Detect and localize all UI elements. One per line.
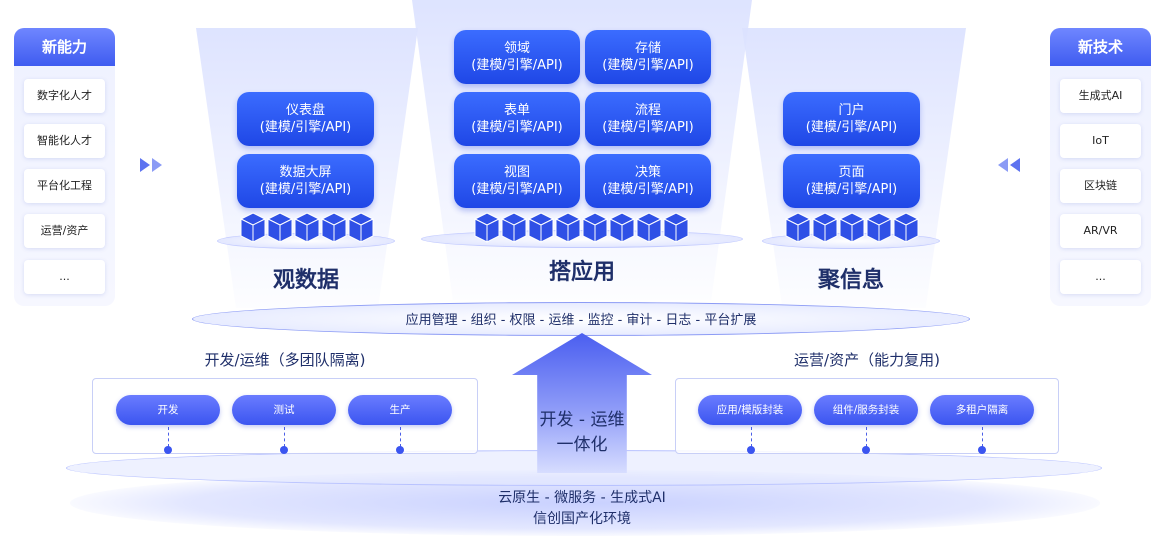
tile-sub: (建模/引擎/API) <box>602 58 694 73</box>
cube-icon <box>474 212 501 243</box>
connector-line <box>400 427 401 447</box>
connector-line <box>751 427 752 447</box>
connector-line <box>168 427 169 447</box>
cube-icon <box>635 212 663 243</box>
tile-sub: (建模/引擎/API) <box>805 120 898 135</box>
base-line2: 信创国产化环境 <box>533 511 631 527</box>
env-prod: 生产 <box>348 395 452 425</box>
pill-component-service: 组件/服务封装 <box>814 395 918 425</box>
right-panel-title: 新技术 <box>1050 28 1151 66</box>
tile-decision: 决策 (建模/引擎/API) <box>585 154 711 208</box>
env-dev: 开发 <box>116 395 220 425</box>
connector-dot <box>747 446 755 454</box>
tile-sub: (建模/引擎/API) <box>259 120 352 135</box>
cube-icon <box>865 212 893 243</box>
left-section-title: 观数据 <box>272 268 339 293</box>
cube-icon <box>785 212 812 243</box>
connector-line <box>866 427 867 447</box>
left-panel-item: 智能化人才 <box>24 124 105 158</box>
left-panel-item: 平台化工程 <box>24 169 105 203</box>
connector-dot <box>396 446 404 454</box>
cube-icon <box>320 212 348 243</box>
left-panel-item: ... <box>24 260 105 294</box>
dev-ops-title: 开发/运维（多团队隔离) <box>204 351 366 369</box>
right-panel-item: AR/VR <box>1060 214 1141 248</box>
double-chevron-left-icon <box>998 158 1020 172</box>
tile-sub: (建模/引擎/API) <box>471 182 563 197</box>
tile-sub: (建模/引擎/API) <box>602 120 694 135</box>
env-test: 测试 <box>232 395 336 425</box>
connector-dot <box>164 446 172 454</box>
left-panel: 新能力 数字化人才 智能化人才 平台化工程 运营/资产 ... <box>14 28 115 306</box>
right-panel-item: 生成式AI <box>1060 79 1141 113</box>
left-panel-item: 数字化人才 <box>24 79 105 113</box>
double-chevron-right-icon <box>140 158 162 172</box>
tile-sub: (建模/引擎/API) <box>471 120 563 135</box>
cube-icon <box>581 212 609 243</box>
platform-ring-label: 应用管理 - 组织 - 权限 - 运维 - 监控 - 审计 - 日志 - 平台扩… <box>405 313 757 328</box>
cube-icon <box>266 212 294 243</box>
right-panel-item: ... <box>1060 260 1141 294</box>
connector-dot <box>978 446 986 454</box>
tile-sub: (建模/引擎/API) <box>602 182 694 197</box>
arrow-text-line1: 开发 - 运维 <box>539 410 625 430</box>
cube-icon <box>554 212 582 243</box>
cube-icon <box>293 212 321 243</box>
cube-icon <box>662 212 690 243</box>
cube-icon <box>608 212 636 243</box>
center-cube-row <box>474 212 690 243</box>
tile-name: 存储 <box>634 41 661 56</box>
cube-icon <box>811 212 839 243</box>
tile-view: 视图 (建模/引擎/API) <box>454 154 580 208</box>
tile-name: 表单 <box>503 103 530 118</box>
tile-domain: 领域 (建模/引擎/API) <box>454 30 580 84</box>
tile-sub: (建模/引擎/API) <box>259 182 352 197</box>
tile-page: 页面 (建模/引擎/API) <box>783 154 920 208</box>
right-section-title: 聚信息 <box>817 268 884 293</box>
right-panel-item: 区块链 <box>1060 169 1141 203</box>
tile-name: 门户 <box>838 103 865 118</box>
tile-name: 决策 <box>634 165 661 180</box>
arrow-text-line2: 一体化 <box>556 435 608 455</box>
tile-name: 仪表盘 <box>285 103 325 118</box>
base-line1: 云原生 - 微服务 - 生成式AI <box>498 490 666 506</box>
tile-name: 领域 <box>503 41 530 56</box>
tile-dashboard: 仪表盘 (建模/引擎/API) <box>237 92 374 146</box>
pill-multi-tenant: 多租户隔离 <box>930 395 1034 425</box>
tile-data-screen: 数据大屏 (建模/引擎/API) <box>237 154 374 208</box>
left-cube-row <box>240 212 375 243</box>
connector-dot <box>280 446 288 454</box>
cube-icon <box>240 212 267 243</box>
right-panel: 新技术 生成式AI IoT 区块链 AR/VR ... <box>1050 28 1151 306</box>
connector-dot <box>862 446 870 454</box>
pill-app-template: 应用/模版封装 <box>698 395 802 425</box>
right-cube-row <box>785 212 920 243</box>
cube-icon <box>892 212 920 243</box>
ops-assets-title: 运营/资产（能力复用) <box>794 351 940 369</box>
tile-name: 视图 <box>503 165 530 180</box>
tile-sub: (建模/引擎/API) <box>471 58 563 73</box>
tile-name: 数据大屏 <box>279 165 332 180</box>
left-panel-item: 运营/资产 <box>24 214 105 248</box>
cube-icon <box>838 212 866 243</box>
connector-line <box>982 427 983 447</box>
tile-process: 流程 (建模/引擎/API) <box>585 92 711 146</box>
left-panel-title: 新能力 <box>14 28 115 66</box>
cube-icon <box>500 212 528 243</box>
center-section-title: 搭应用 <box>548 260 615 285</box>
tile-sub: (建模/引擎/API) <box>805 182 898 197</box>
cube-icon <box>347 212 375 243</box>
connector-line <box>284 427 285 447</box>
right-panel-item: IoT <box>1060 124 1141 158</box>
tile-portal: 门户 (建模/引擎/API) <box>783 92 920 146</box>
cube-icon <box>527 212 555 243</box>
tile-form: 表单 (建模/引擎/API) <box>454 92 580 146</box>
tile-name: 流程 <box>634 103 661 118</box>
tile-storage: 存储 (建模/引擎/API) <box>585 30 711 84</box>
tile-name: 页面 <box>838 165 865 180</box>
